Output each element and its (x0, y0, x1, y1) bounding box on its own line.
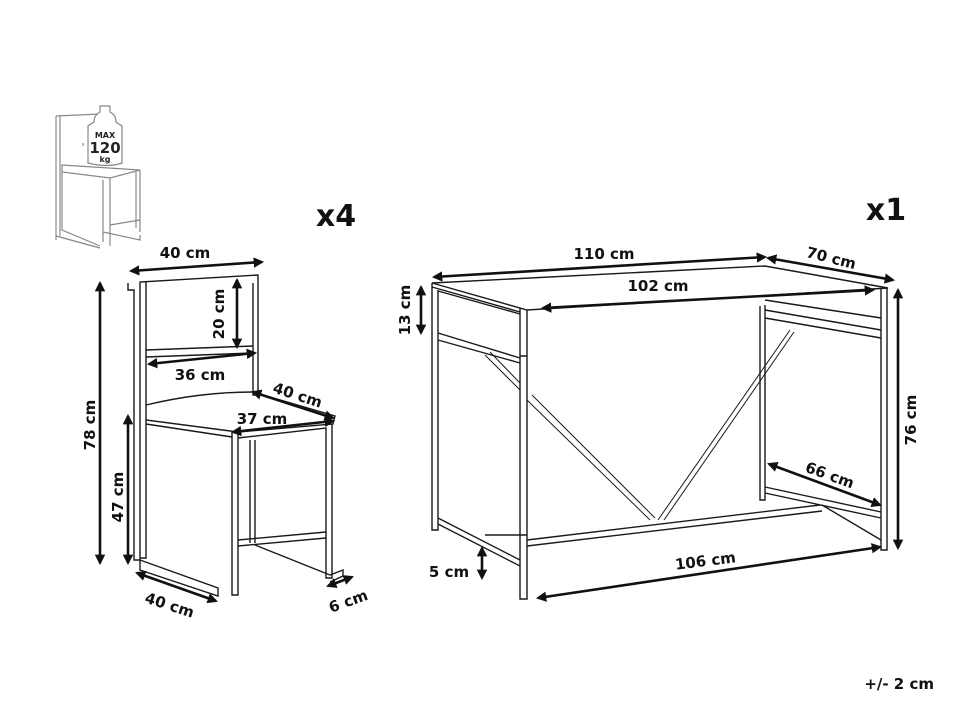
desk-quantity: x1 (866, 193, 906, 228)
chair-drawing (127, 274, 344, 597)
desk-inner-width-label: 102 cm (627, 277, 688, 295)
chair-quantity: x4 (316, 199, 356, 234)
desk-dimensions: 110 cm 70 cm 102 cm 13 cm 76 cm 66 cm 5 … (396, 243, 920, 602)
chair-base-depth-label: 40 cm (143, 589, 197, 622)
weight-icon: MAX 120 kg (87, 105, 123, 167)
max-load-unit: kg (99, 155, 110, 164)
tolerance-note: +/- 2 cm (864, 675, 934, 693)
chair-inner-width-label: 36 cm (175, 366, 226, 384)
desk-height-label: 76 cm (902, 395, 920, 446)
chair-foot-length-label: 6 cm (326, 586, 370, 617)
max-load-chair-icon: MAX 120 kg (55, 105, 141, 249)
max-load-label: MAX (95, 131, 116, 140)
chair-total-height-label: 78 cm (81, 400, 99, 451)
chair-seat-width-label: 37 cm (237, 410, 288, 428)
chair-dimensions: 40 cm 20 cm 36 cm 40 cm 37 cm 78 cm 47 c… (81, 244, 370, 622)
desk-base-clearance-label: 5 cm (429, 563, 469, 581)
desk-apron-height-label: 13 cm (396, 285, 414, 336)
desk-drawing (431, 265, 889, 600)
chair-back-width-label: 40 cm (160, 244, 211, 262)
chair-seat-height-label: 47 cm (109, 472, 127, 523)
max-load-value: 120 (89, 139, 120, 157)
chair-back-height-label: 20 cm (210, 289, 228, 340)
desk-width-label: 110 cm (573, 245, 634, 263)
